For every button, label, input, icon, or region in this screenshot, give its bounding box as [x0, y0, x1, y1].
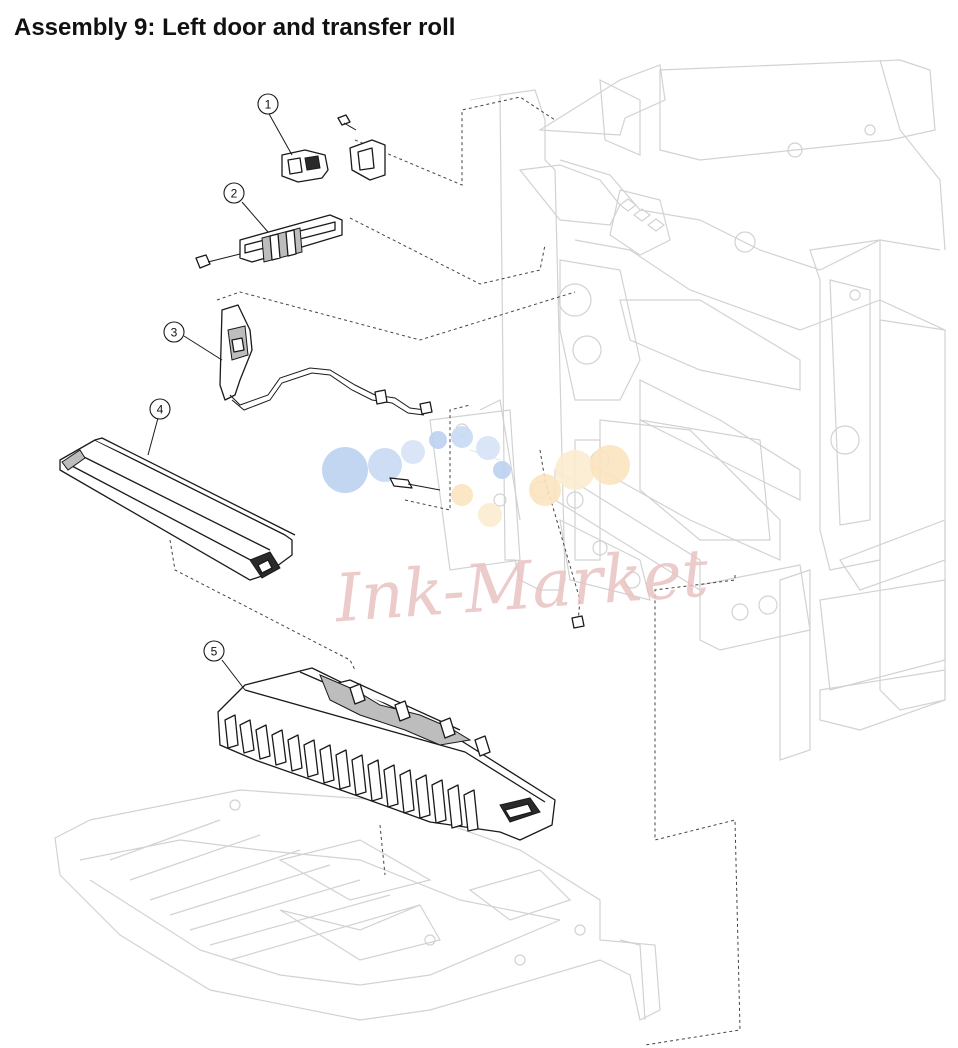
- watermark-dot: [529, 474, 561, 506]
- watermark-dot: [493, 461, 511, 479]
- watermark-dot: [322, 447, 368, 493]
- guide-ribs: [224, 714, 479, 832]
- left-door-ghost: [54, 789, 661, 1021]
- watermark-dot: [590, 445, 630, 485]
- watermark-dot: [451, 426, 473, 448]
- callout-3: 3: [163, 321, 223, 361]
- part-1-clip: [281, 114, 386, 183]
- part-3-sensor-cable: [219, 304, 433, 416]
- callout-1: 1: [257, 93, 293, 156]
- page-title: Assembly 9: Left door and transfer roll: [14, 14, 456, 41]
- callout-number: 5: [211, 645, 218, 659]
- part-4-transfer-roll: [59, 437, 296, 581]
- part-2-bracket: [195, 214, 343, 269]
- watermark-dot: [555, 450, 595, 490]
- watermark-dot: [368, 448, 402, 482]
- watermark-dot: [451, 484, 473, 506]
- callout-number: 3: [171, 326, 178, 340]
- callout-number: 2: [231, 187, 238, 201]
- printer-frame-ghost: [429, 59, 946, 761]
- watermark-text: Ink-Market: [332, 534, 712, 637]
- part-5-transfer-guide: [217, 667, 556, 841]
- callout-5: 5: [203, 640, 246, 691]
- watermark-dot: [401, 440, 425, 464]
- callout-2: 2: [223, 182, 269, 233]
- watermark-dot: [476, 436, 500, 460]
- assembly-guide-lines: [169, 96, 741, 1046]
- watermark: Ink-Market: [322, 426, 711, 637]
- callout-number: 1: [265, 98, 272, 112]
- callout-number: 4: [157, 403, 164, 417]
- callout-4: 4: [147, 398, 171, 456]
- watermark-dot: [429, 431, 447, 449]
- watermark-dot: [478, 503, 502, 527]
- pin-part: [389, 477, 585, 629]
